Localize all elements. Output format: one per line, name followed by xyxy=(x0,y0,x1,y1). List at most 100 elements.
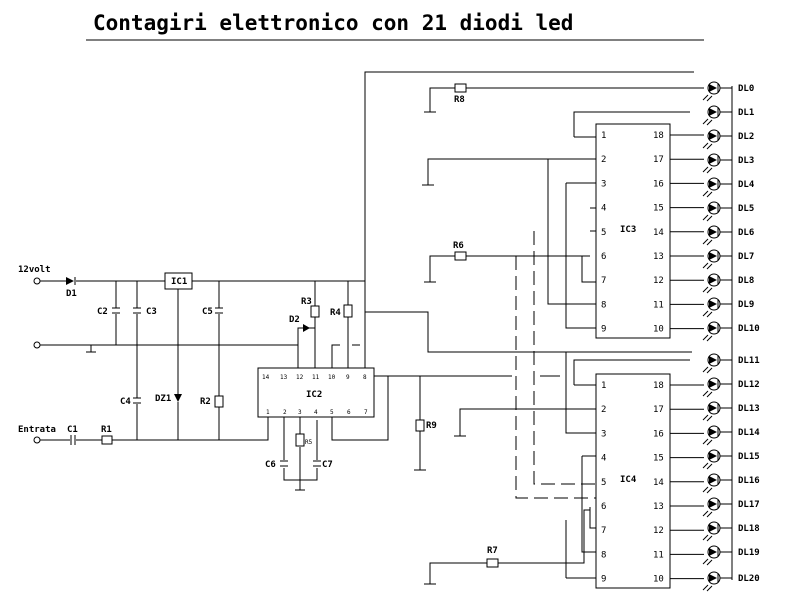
diagram-title: Contagiri elettronico con 21 diodi led xyxy=(93,11,573,35)
led-label: DL12 xyxy=(738,380,760,390)
svg-text:2: 2 xyxy=(283,409,287,416)
ic4-pin-11: 11 xyxy=(653,550,664,560)
ic3-pin-7: 7 xyxy=(601,276,606,286)
ic4-pin-17: 17 xyxy=(653,405,664,415)
ic3-pin-1: 1 xyxy=(601,131,606,141)
svg-text:1: 1 xyxy=(266,409,270,416)
led-label: DL15 xyxy=(738,452,760,462)
svg-text:6: 6 xyxy=(347,409,351,416)
r4-label: R4 xyxy=(330,308,341,318)
d2-diode xyxy=(303,324,310,332)
ic4-pin-7: 7 xyxy=(601,526,606,536)
led-dl6: DL6 xyxy=(702,225,754,246)
led-dl0: DL0 xyxy=(702,81,754,102)
ic3-pin-2: 2 xyxy=(601,155,606,165)
c7-label: C7 xyxy=(322,460,333,470)
ic4-label: IC4 xyxy=(620,475,637,485)
svg-text:7: 7 xyxy=(364,409,368,416)
ic2-label: IC2 xyxy=(306,390,322,400)
ic3-pin-18: 18 xyxy=(653,131,664,141)
r6-label: R6 xyxy=(453,241,464,251)
led-label: DL0 xyxy=(738,84,754,94)
r9-label: R9 xyxy=(426,421,437,431)
ic4-pin-8: 8 xyxy=(601,550,606,560)
ic3-pin-15: 15 xyxy=(653,204,664,214)
svg-text:3: 3 xyxy=(298,409,302,416)
ic3-pin-17: 17 xyxy=(653,155,664,165)
led-dl10: DL10 xyxy=(702,321,760,342)
svg-text:8: 8 xyxy=(363,374,367,381)
led-dl9: DL9 xyxy=(702,297,754,318)
r5-label: R5 xyxy=(305,439,313,446)
ic4-pin-13: 13 xyxy=(653,502,664,512)
led-label: DL3 xyxy=(738,156,754,166)
c4-label: C4 xyxy=(120,397,131,407)
ic4-chip xyxy=(595,373,671,589)
input-section: 12volt Entrata D1 IC1 C2 C3 C5 R2 C4 D xyxy=(18,265,365,445)
c6-label: C6 xyxy=(265,460,276,470)
led-label: DL16 xyxy=(738,476,760,486)
supply-terminal xyxy=(33,277,41,285)
ic2-block: IC2 14 13 12 11 10 9 8 1 2 3 4 5 6 7 D2 … xyxy=(257,281,560,491)
led-dl1: DL1 xyxy=(702,105,754,126)
ic3-label: IC3 xyxy=(620,225,636,235)
led-dl5: DL5 xyxy=(702,201,754,222)
ic4-pin-2: 2 xyxy=(601,405,606,415)
r5-resistor xyxy=(295,433,305,447)
ic3-pin-11: 11 xyxy=(653,300,664,310)
led-dl7: DL7 xyxy=(702,249,754,270)
r1-label: R1 xyxy=(101,425,112,435)
r9-resistor xyxy=(415,419,425,432)
ic4-pin-6: 6 xyxy=(601,502,606,512)
led-dl18: DL18 xyxy=(702,521,760,542)
led-label: DL10 xyxy=(738,324,760,334)
led-label: DL8 xyxy=(738,276,754,286)
led-dl14: DL14 xyxy=(702,425,760,446)
led-label: DL11 xyxy=(738,356,760,366)
led-dl13: DL13 xyxy=(702,401,760,422)
ic1-label: IC1 xyxy=(171,277,187,287)
r8-resistor xyxy=(454,83,467,93)
ic4-pin-10: 10 xyxy=(653,575,664,585)
led-dl12: DL12 xyxy=(702,377,760,398)
led-label: DL19 xyxy=(738,548,760,558)
led-label: DL5 xyxy=(738,204,754,214)
ic2-chip xyxy=(257,367,375,418)
ic3-chip xyxy=(595,123,671,339)
ic4-pin-18: 18 xyxy=(653,381,664,391)
ic4-pin-3: 3 xyxy=(601,429,606,439)
ic3-pin-9: 9 xyxy=(601,325,606,335)
ic3-pin-10: 10 xyxy=(653,325,664,335)
led-label: DL6 xyxy=(738,228,754,238)
led-label: DL17 xyxy=(738,500,760,510)
ic3-pin-14: 14 xyxy=(653,228,664,238)
ic3-pin-8: 8 xyxy=(601,300,606,310)
ic3-pin-3: 3 xyxy=(601,179,606,189)
ic4-pin-5: 5 xyxy=(601,478,606,488)
led-dl2: DL2 xyxy=(702,129,754,150)
ic4-pin-15: 15 xyxy=(653,454,664,464)
r7-label: R7 xyxy=(487,546,498,556)
svg-text:13: 13 xyxy=(280,374,288,381)
led-dl20: DL20 xyxy=(702,571,760,592)
c5-label: C5 xyxy=(202,307,213,317)
led-label: DL14 xyxy=(738,428,760,438)
svg-text:9: 9 xyxy=(346,374,350,381)
led-label: DL1 xyxy=(738,108,754,118)
led-column: DL0DL1DL2DL3DL4DL5DL6DL7DL8DL9DL10DL11DL… xyxy=(702,81,760,592)
bus-wiring: R8 R6 R7 xyxy=(364,71,704,585)
led-label: DL13 xyxy=(738,404,760,414)
r4-resistor xyxy=(343,304,353,318)
svg-text:14: 14 xyxy=(262,374,270,381)
svg-text:11: 11 xyxy=(312,374,320,381)
led-label: DL4 xyxy=(738,180,755,190)
led-dl4: DL4 xyxy=(702,177,755,198)
ground-terminal xyxy=(33,341,41,349)
c2-label: C2 xyxy=(97,307,108,317)
ic4-pin-4: 4 xyxy=(601,454,606,464)
ic4-pin-12: 12 xyxy=(653,526,664,536)
d1-diode xyxy=(66,277,74,285)
